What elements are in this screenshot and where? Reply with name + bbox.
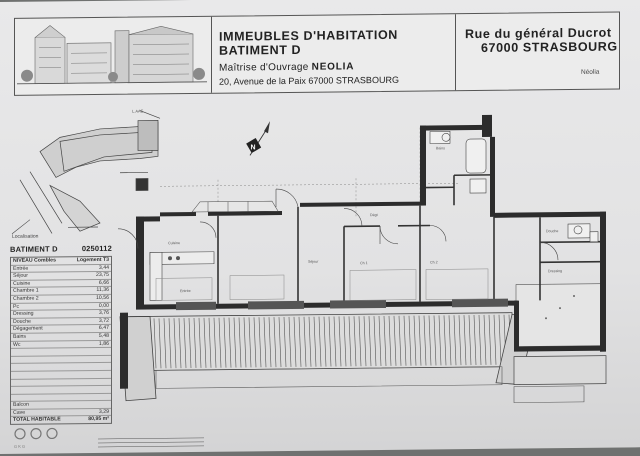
room-area: 11,36 <box>96 287 109 294</box>
room-name: Wc <box>13 341 21 348</box>
svg-text:Entrée: Entrée <box>180 289 191 293</box>
unit-reference: 0250112 <box>82 244 112 253</box>
room-area: 3,44 <box>99 264 109 271</box>
room-area: 10,56 <box>96 295 109 302</box>
svg-text:Douche: Douche <box>546 229 558 233</box>
room-name: TOTAL HABITABLE <box>13 417 61 424</box>
unit-type: Logement T3 <box>77 257 109 264</box>
architect-mark: G K G <box>14 444 25 449</box>
location-caption: Localisation <box>12 234 39 240</box>
room-name: Entrée <box>13 265 28 272</box>
room-area: 23,75 <box>96 272 109 279</box>
room-area: 80,95 m² <box>88 416 109 423</box>
room-name: Cave <box>13 410 25 417</box>
total-row: TOTAL HABITABLE 80,95 m² <box>11 416 111 424</box>
svg-text:Cuisine: Cuisine <box>168 241 180 245</box>
room-area: 6,47 <box>99 325 109 332</box>
svg-text:Séjour: Séjour <box>308 260 319 264</box>
room-name: Balcon <box>13 402 29 409</box>
site-key-plan: L.AAE <box>20 108 160 233</box>
architect-logo: G K G <box>14 428 57 448</box>
room-area: 1,86 <box>99 340 109 347</box>
room-name: Séjour <box>13 273 28 280</box>
building-code: BATIMENT D <box>10 244 58 253</box>
room-name: Dégagement <box>13 326 43 333</box>
room-name: Pc <box>13 303 19 310</box>
level-label: NIVEAU Combles <box>13 257 56 264</box>
room-area: 3,29 <box>99 409 109 416</box>
compass-letter: N <box>251 144 256 151</box>
room-name: Chambre 1 <box>13 288 39 295</box>
svg-text:Bains: Bains <box>436 146 445 150</box>
svg-text:Ch 1: Ch 1 <box>360 261 368 265</box>
room-area: 6,66 <box>99 280 109 287</box>
svg-text:L.AAE: L.AAE <box>132 108 144 113</box>
room-name: Bains <box>13 334 26 341</box>
svg-text:Dégt: Dégt <box>370 213 378 217</box>
room-name: Cuisine <box>13 280 30 287</box>
room-area: 3,72 <box>99 318 109 325</box>
room-name: Chambre 2 <box>13 296 39 303</box>
svg-text:Dressing: Dressing <box>548 269 562 273</box>
room-area: 0,00 <box>99 302 109 309</box>
svg-text:Ch 2: Ch 2 <box>430 260 438 264</box>
surface-table: BATIMENT D 0250112 NIVEAU Combles Logeme… <box>10 244 112 425</box>
room-area: 3,76 <box>99 310 109 317</box>
compass-north-icon: N <box>246 121 270 155</box>
room-area: 5,48 <box>99 333 109 340</box>
surface-table-header: BATIMENT D 0250112 <box>10 244 112 254</box>
room-name: Douche <box>13 318 31 325</box>
room-name: Dressing <box>13 311 33 318</box>
